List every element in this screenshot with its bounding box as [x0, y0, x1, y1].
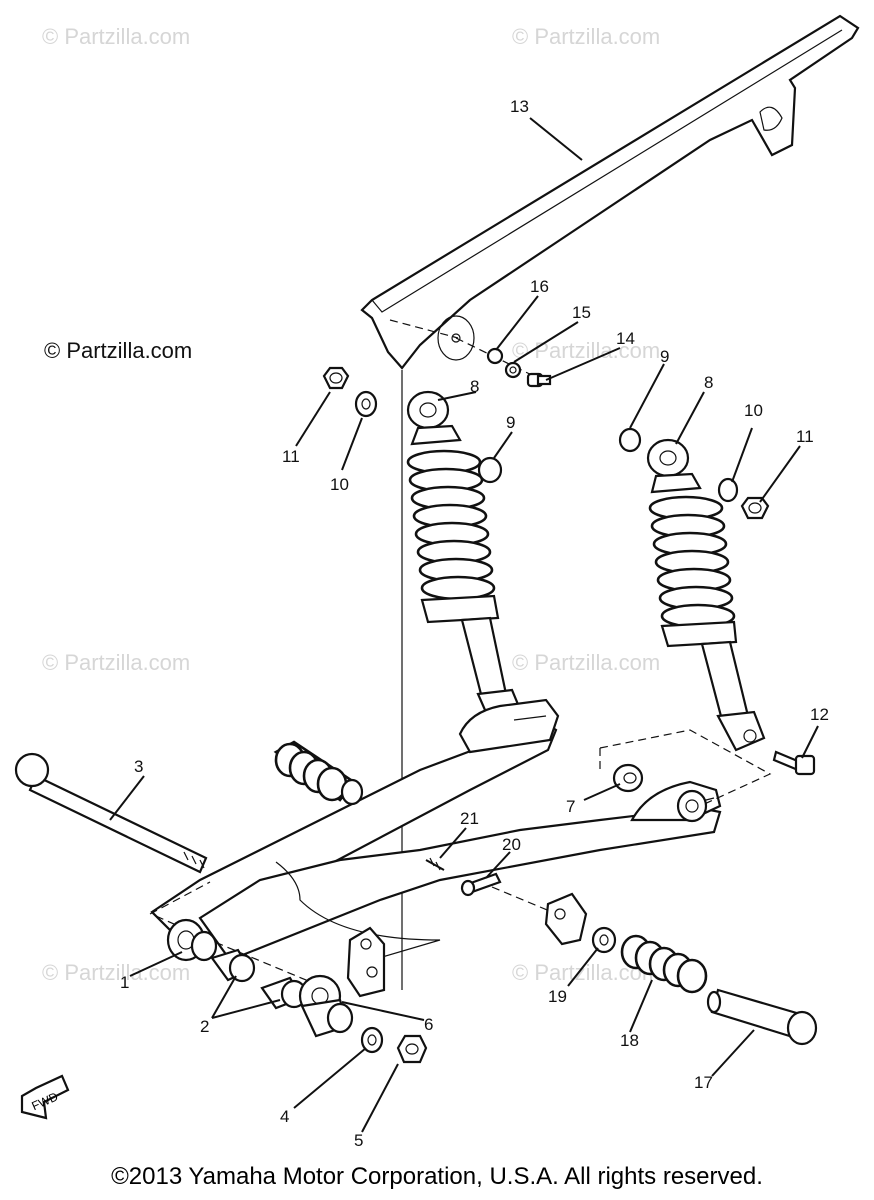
callout-18: 18 [620, 1031, 639, 1050]
watermark: © Partzilla.com [42, 960, 191, 985]
washer-9-right [618, 427, 642, 453]
callout-6: 6 [424, 1015, 433, 1034]
callout-2: 2 [200, 1017, 209, 1036]
footrest-left [273, 740, 364, 806]
watermark: © Partzilla.com [42, 650, 191, 675]
callout-21: 21 [460, 809, 479, 828]
footrest-bracket [544, 892, 588, 946]
nut-11-left [322, 366, 350, 390]
watermark: © Partzilla.com [512, 24, 661, 49]
copyright-notice: ©2013 Yamaha Motor Corporation, U.S.A. A… [111, 1163, 763, 1190]
nut-11-right [740, 496, 770, 520]
watermark: © Partzilla.com [512, 650, 661, 675]
callout-7: 7 [566, 797, 575, 816]
callout-13: 13 [510, 97, 529, 116]
cotter-pin-21 [425, 857, 445, 871]
callout-12: 12 [810, 705, 829, 724]
chain-case [360, 14, 860, 370]
watermark: © Partzilla.com [512, 338, 661, 363]
washer-16 [486, 347, 504, 365]
leader-dash [389, 319, 459, 339]
callout-20: 20 [502, 835, 521, 854]
callout-15: 15 [572, 303, 591, 322]
bushing-6 [298, 974, 354, 1038]
washer-15 [504, 361, 522, 379]
collar-right [676, 789, 708, 823]
pivot-shaft-3 [14, 752, 208, 874]
callout-10: 10 [330, 475, 349, 494]
watermark: © Partzilla.com [42, 24, 191, 49]
bolt-14 [526, 372, 552, 388]
washer-10-right [717, 477, 739, 503]
callout-8: 8 [704, 373, 713, 392]
callout-8: 8 [470, 377, 479, 396]
callout-4: 4 [280, 1107, 289, 1126]
watermark: © Partzilla.com [44, 338, 193, 363]
callout-19: 19 [548, 987, 567, 1006]
fwd-arrow-icon: FWD [20, 1074, 70, 1120]
footrest-17 [706, 988, 818, 1046]
leader-lines [109, 117, 819, 1133]
callout-1: 1 [120, 973, 129, 992]
callout-14: 14 [616, 329, 635, 348]
callout-10: 10 [744, 401, 763, 420]
bolt-12 [772, 750, 816, 776]
washer-9-left [477, 456, 503, 484]
washer-10-left [354, 390, 378, 418]
bushing-7 [612, 763, 644, 793]
collar-2a [210, 948, 256, 983]
callout-16: 16 [530, 277, 549, 296]
washer-4 [360, 1026, 384, 1054]
callout-11: 11 [282, 447, 300, 466]
swing-arm [150, 698, 722, 998]
callout-3: 3 [134, 757, 143, 776]
callout-9: 9 [660, 347, 669, 366]
callout-5: 5 [354, 1131, 363, 1150]
callout-9: 9 [506, 413, 515, 432]
pin-20 [460, 872, 502, 897]
shock-absorber-right [646, 438, 766, 752]
footrest-rubber-18 [620, 934, 708, 994]
callout-11: 11 [796, 427, 814, 446]
nut-5 [396, 1034, 428, 1064]
callout-17: 17 [694, 1073, 713, 1092]
parts-diagram: FWD 13 16 15 14 9 8 8 11 10 9 1 [14, 14, 860, 1150]
washer-19 [591, 926, 617, 954]
pivot-bushing-1 [166, 918, 218, 962]
